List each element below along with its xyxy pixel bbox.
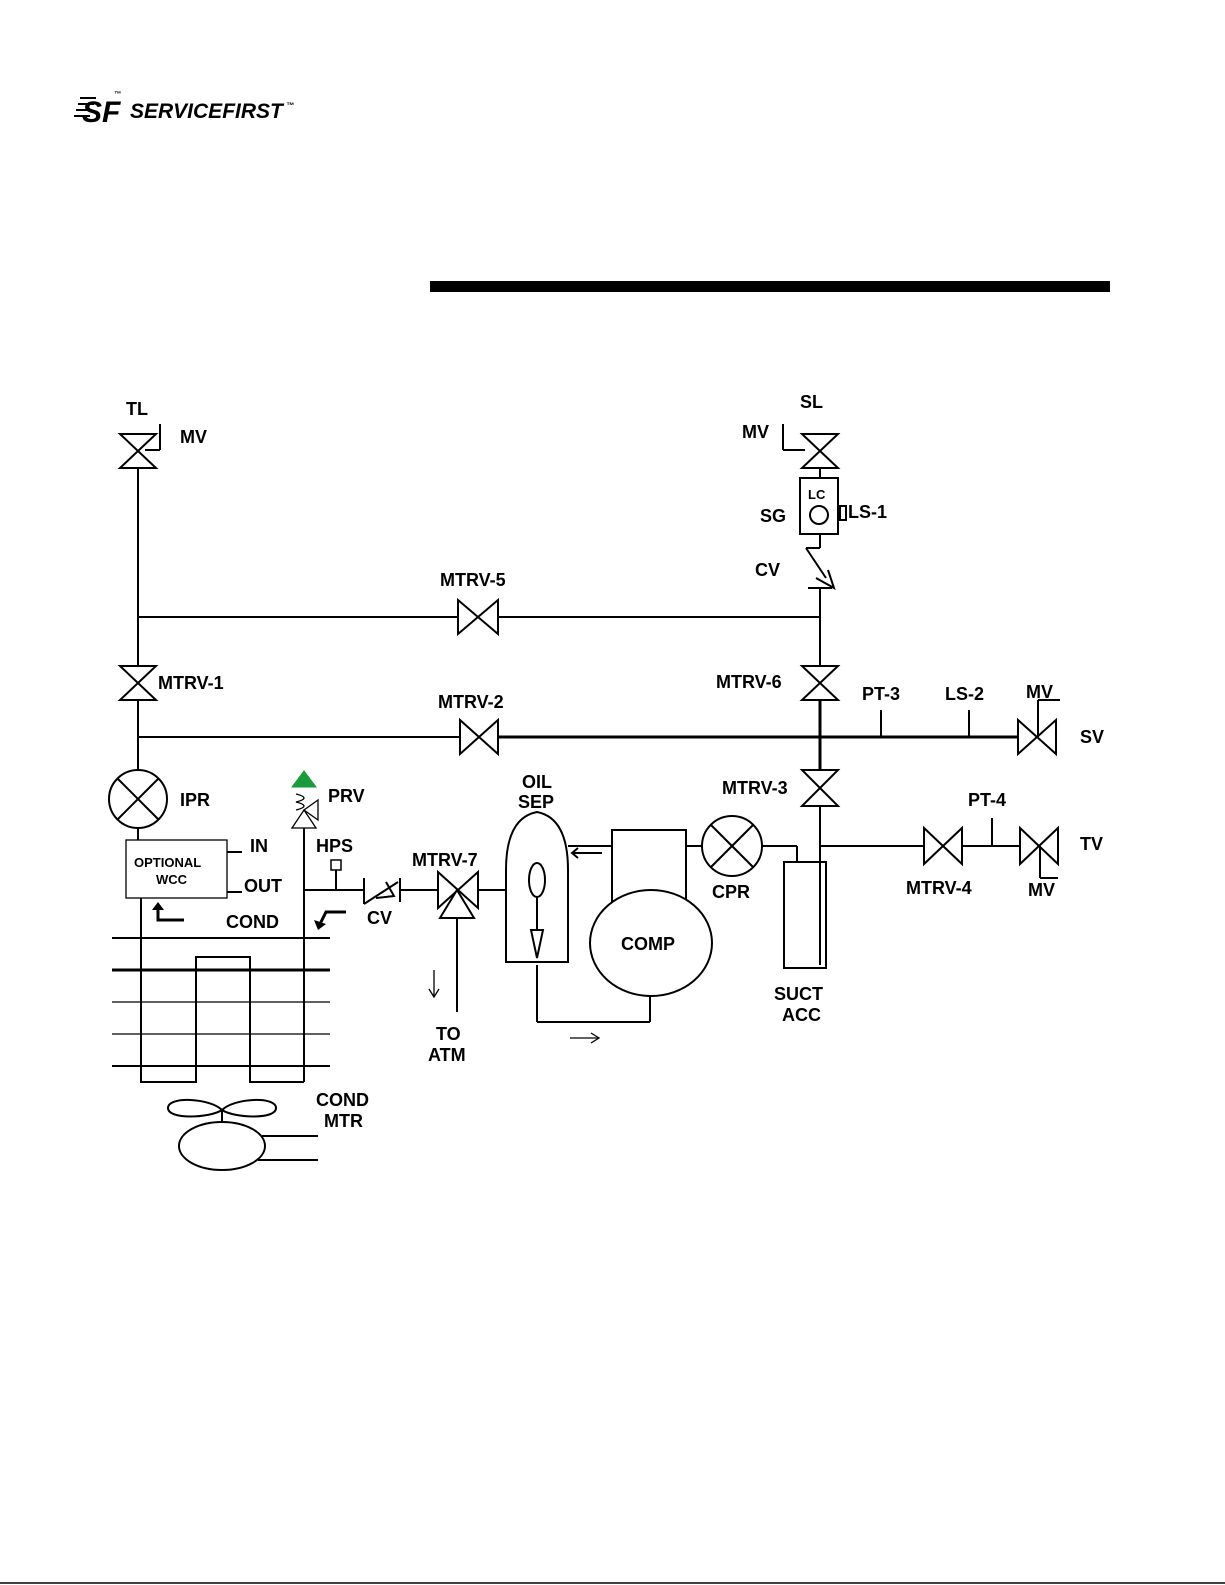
label-ls2: LS-2 (945, 684, 984, 704)
label-sl: SL (800, 392, 823, 412)
label-mv-sv: MV (1026, 682, 1053, 702)
label-atm: ATM (428, 1045, 466, 1065)
label-mv-tl: MV (180, 427, 207, 447)
valve-mtrv3 (802, 770, 838, 806)
label-sg: SG (760, 506, 786, 526)
label-cond: COND (226, 912, 279, 932)
label-mtrv4: MTRV-4 (906, 878, 972, 898)
label-hps: HPS (316, 836, 353, 856)
label-mv-sl: MV (742, 422, 769, 442)
label-mtrv7: MTRV-7 (412, 850, 478, 870)
check-valve-top (806, 548, 834, 588)
valve-sv (1018, 700, 1060, 754)
valve-mtrv4 (924, 828, 962, 864)
valve-mtrv6 (802, 666, 838, 700)
oil-separator (506, 812, 568, 962)
label-cpr: CPR (712, 882, 750, 902)
label-mtrv1: MTRV-1 (158, 673, 224, 693)
hps-switch (331, 860, 341, 870)
prv-cap-icon (292, 771, 316, 787)
regulator-ipr (109, 770, 167, 828)
compressor (590, 830, 712, 996)
regulator-cpr (702, 816, 762, 876)
label-to: TO (436, 1024, 461, 1044)
label-mv-tv: MV (1028, 880, 1055, 900)
label-tl: TL (126, 399, 148, 419)
label-cv-top: CV (755, 560, 780, 580)
suction-accumulator (784, 846, 826, 968)
logo-tm-small: ™ (114, 91, 121, 98)
arrow-cond-in (320, 912, 346, 924)
label-in: IN (250, 836, 268, 856)
logo-initials: SF (82, 96, 121, 129)
label-mtrv3: MTRV-3 (722, 778, 788, 798)
valve-mtrv1 (120, 666, 156, 700)
label-tv: TV (1080, 834, 1103, 854)
label-mtrv6: MTRV-6 (716, 672, 782, 692)
label-sep: SEP (518, 792, 554, 812)
header-rule (430, 281, 1110, 292)
check-valve-bottom (364, 878, 400, 904)
label-out: OUT (244, 876, 282, 896)
logo-tm: ™ (286, 101, 294, 110)
label-oil: OIL (522, 772, 552, 792)
label-ipr: IPR (180, 790, 210, 810)
valve-mtrv2 (460, 720, 498, 754)
label-pt4: PT-4 (968, 790, 1006, 810)
valve-mtrv5 (458, 600, 498, 634)
valve-tv (1020, 828, 1058, 878)
prv-valve (292, 771, 318, 828)
label-acc: ACC (782, 1005, 821, 1025)
condenser-fan-motor (168, 1100, 318, 1170)
logo-wordmark: SERVICEFIRST (130, 100, 285, 123)
label-mtrv2: MTRV-2 (438, 692, 504, 712)
label-cond-mtr-2: MTR (324, 1111, 363, 1131)
label-cond-mtr-1: COND (316, 1090, 369, 1110)
label-pt3: PT-3 (862, 684, 900, 704)
label-optional: OPTIONAL (134, 855, 201, 870)
valve-tl (120, 424, 160, 468)
servicefirst-logo: SF ™ SERVICEFIRST ™ (74, 91, 294, 129)
label-sv: SV (1080, 727, 1104, 747)
label-suct: SUCT (774, 984, 823, 1004)
label-comp: COMP (621, 934, 675, 954)
label-ls1: LS-1 (848, 502, 887, 522)
condenser-coil (112, 898, 330, 1082)
piping (138, 468, 1020, 1082)
labels: TL MV SL MV LC SG LS-1 CV MTRV-5 MTRV-1 … (126, 392, 1104, 1131)
label-lc: LC (808, 487, 826, 502)
label-prv: PRV (328, 786, 365, 806)
valve-sl (783, 424, 838, 468)
label-cv-bottom: CV (367, 908, 392, 928)
valve-mtrv7 (438, 872, 478, 918)
label-wcc: WCC (156, 872, 188, 887)
label-mtrv5: MTRV-5 (440, 570, 506, 590)
